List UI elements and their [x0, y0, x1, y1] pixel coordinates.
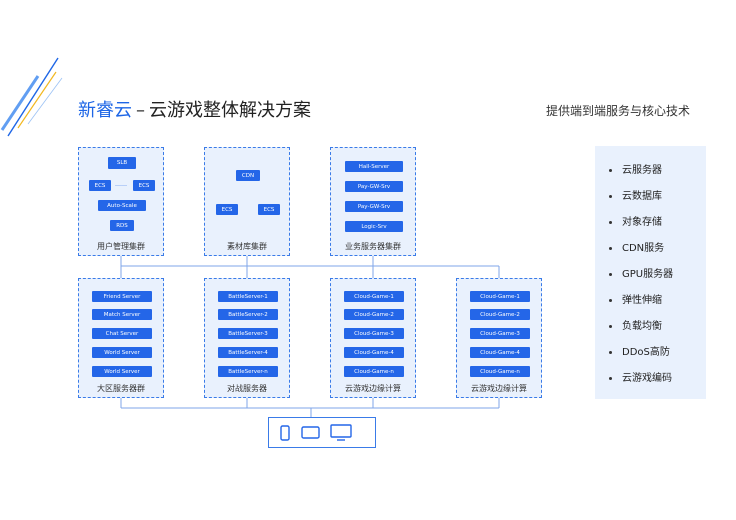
business-node-2[interactable]: Pay-GW-Srv	[345, 181, 403, 192]
bullet-icon	[609, 168, 612, 172]
service-label-6: 弹性伸缩	[622, 295, 662, 306]
edge1-node-5[interactable]: Cloud-Game-n	[344, 366, 404, 377]
service-label-2: 云数据库	[622, 191, 662, 202]
service-label-4: CDN服务	[622, 243, 665, 254]
rds-node[interactable]: RDS	[110, 220, 134, 231]
service-label-5: GPU服务器	[622, 269, 674, 280]
business-node-3[interactable]: Pay-GW-Srv	[345, 201, 403, 212]
monitor-icon	[330, 424, 352, 441]
bullet-icon	[609, 246, 612, 250]
battle-node-3[interactable]: BattleServer-3	[218, 328, 278, 339]
decorative-streaks	[0, 57, 63, 137]
service-label-7: 负载均衡	[622, 321, 662, 332]
bullet-icon	[609, 350, 612, 354]
service-item-4: CDN服务	[609, 239, 664, 254]
page-title: 新睿云–云游戏整体解决方案	[78, 96, 311, 122]
service-item-2: 云数据库	[609, 187, 662, 202]
region-node-1[interactable]: Friend Server	[92, 291, 152, 302]
edge2-node-4[interactable]: Cloud-Game-4	[470, 347, 530, 358]
ecs-node-left[interactable]: ECS	[89, 180, 111, 191]
client-devices	[280, 424, 352, 441]
cdn-node[interactable]: CDN	[236, 170, 260, 181]
service-item-3: 对象存储	[609, 213, 662, 228]
service-item-9: 云游戏编码	[609, 369, 672, 384]
service-label-3: 对象存储	[622, 217, 662, 228]
edge-compute-cluster-2: Cloud-Game-1 Cloud-Game-2 Cloud-Game-3 C…	[456, 278, 542, 398]
edge2-node-3[interactable]: Cloud-Game-3	[470, 328, 530, 339]
battle-node-5[interactable]: BattleServer-n	[218, 366, 278, 377]
bullet-icon	[609, 220, 612, 224]
battle-server-cluster: BattleServer-1 BattleServer-2 BattleServ…	[204, 278, 290, 398]
edge1-node-3[interactable]: Cloud-Game-3	[344, 328, 404, 339]
bullet-icon	[609, 376, 612, 380]
region-node-5[interactable]: World Server	[92, 366, 152, 377]
bullet-icon	[609, 324, 612, 328]
edge-compute-label-2: 云游戏边缘计算	[471, 384, 527, 393]
edge1-node-4[interactable]: Cloud-Game-4	[344, 347, 404, 358]
edge2-node-5[interactable]: Cloud-Game-n	[470, 366, 530, 377]
battle-node-4[interactable]: BattleServer-4	[218, 347, 278, 358]
service-item-5: GPU服务器	[609, 265, 673, 280]
tablet-icon	[301, 426, 320, 439]
brand-name: 新睿云	[78, 100, 132, 121]
autoscale-node[interactable]: Auto-Scale	[98, 200, 146, 211]
service-label-8: DDoS高防	[622, 347, 670, 358]
edge2-node-1[interactable]: Cloud-Game-1	[470, 291, 530, 302]
title-text: 云游戏整体解决方案	[149, 100, 311, 121]
service-item-1: 云服务器	[609, 161, 662, 176]
asset-library-cluster: CDN ECS ECS 素材库集群	[204, 147, 290, 256]
region-server-cluster: Friend Server Match Server Chat Server W…	[78, 278, 164, 398]
user-management-label: 用户管理集群	[97, 242, 145, 251]
service-item-8: DDoS高防	[609, 343, 670, 358]
service-label-9: 云游戏编码	[622, 373, 672, 384]
edge1-node-1[interactable]: Cloud-Game-1	[344, 291, 404, 302]
battle-node-1[interactable]: BattleServer-1	[218, 291, 278, 302]
service-item-7: 负载均衡	[609, 317, 662, 332]
service-label-1: 云服务器	[622, 165, 662, 176]
asset-ecs-right[interactable]: ECS	[258, 204, 280, 215]
phone-icon	[280, 425, 290, 441]
battle-server-label: 对战服务器	[227, 384, 267, 393]
services-panel: 云服务器 云数据库 对象存储 CDN服务 GPU服务器 弹性伸缩 负载均衡 DD…	[595, 146, 706, 399]
user-management-cluster: SLB ECS …… ECS Auto-Scale RDS 用户管理集群	[78, 147, 164, 256]
business-node-4[interactable]: Logic-Srv	[345, 221, 403, 232]
asset-library-label: 素材库集群	[227, 242, 267, 251]
battle-node-2[interactable]: BattleServer-2	[218, 309, 278, 320]
region-node-4[interactable]: World Server	[92, 347, 152, 358]
edge-compute-cluster-1: Cloud-Game-1 Cloud-Game-2 Cloud-Game-3 C…	[330, 278, 416, 398]
region-server-label: 大区服务器群	[97, 384, 145, 393]
edge2-node-2[interactable]: Cloud-Game-2	[470, 309, 530, 320]
slb-node[interactable]: SLB	[108, 157, 136, 169]
subtitle: 提供端到端服务与核心技术	[545, 104, 690, 118]
service-item-6: 弹性伸缩	[609, 291, 662, 306]
title-separator: –	[136, 100, 145, 121]
business-server-cluster: Hall-Server Pay-GW-Srv Pay-GW-Srv Logic-…	[330, 147, 416, 256]
client-devices-box	[268, 417, 376, 448]
bullet-icon	[609, 272, 612, 276]
bullet-icon	[609, 194, 612, 198]
ellipsis-text: ……	[115, 181, 127, 188]
business-server-label: 业务服务器集群	[345, 242, 401, 251]
bullet-icon	[609, 298, 612, 302]
ecs-node-right[interactable]: ECS	[133, 180, 155, 191]
asset-ecs-left[interactable]: ECS	[216, 204, 238, 215]
edge-compute-label-1: 云游戏边缘计算	[345, 384, 401, 393]
region-node-2[interactable]: Match Server	[92, 309, 152, 320]
edge1-node-2[interactable]: Cloud-Game-2	[344, 309, 404, 320]
business-node-1[interactable]: Hall-Server	[345, 161, 403, 172]
region-node-3[interactable]: Chat Server	[92, 328, 152, 339]
